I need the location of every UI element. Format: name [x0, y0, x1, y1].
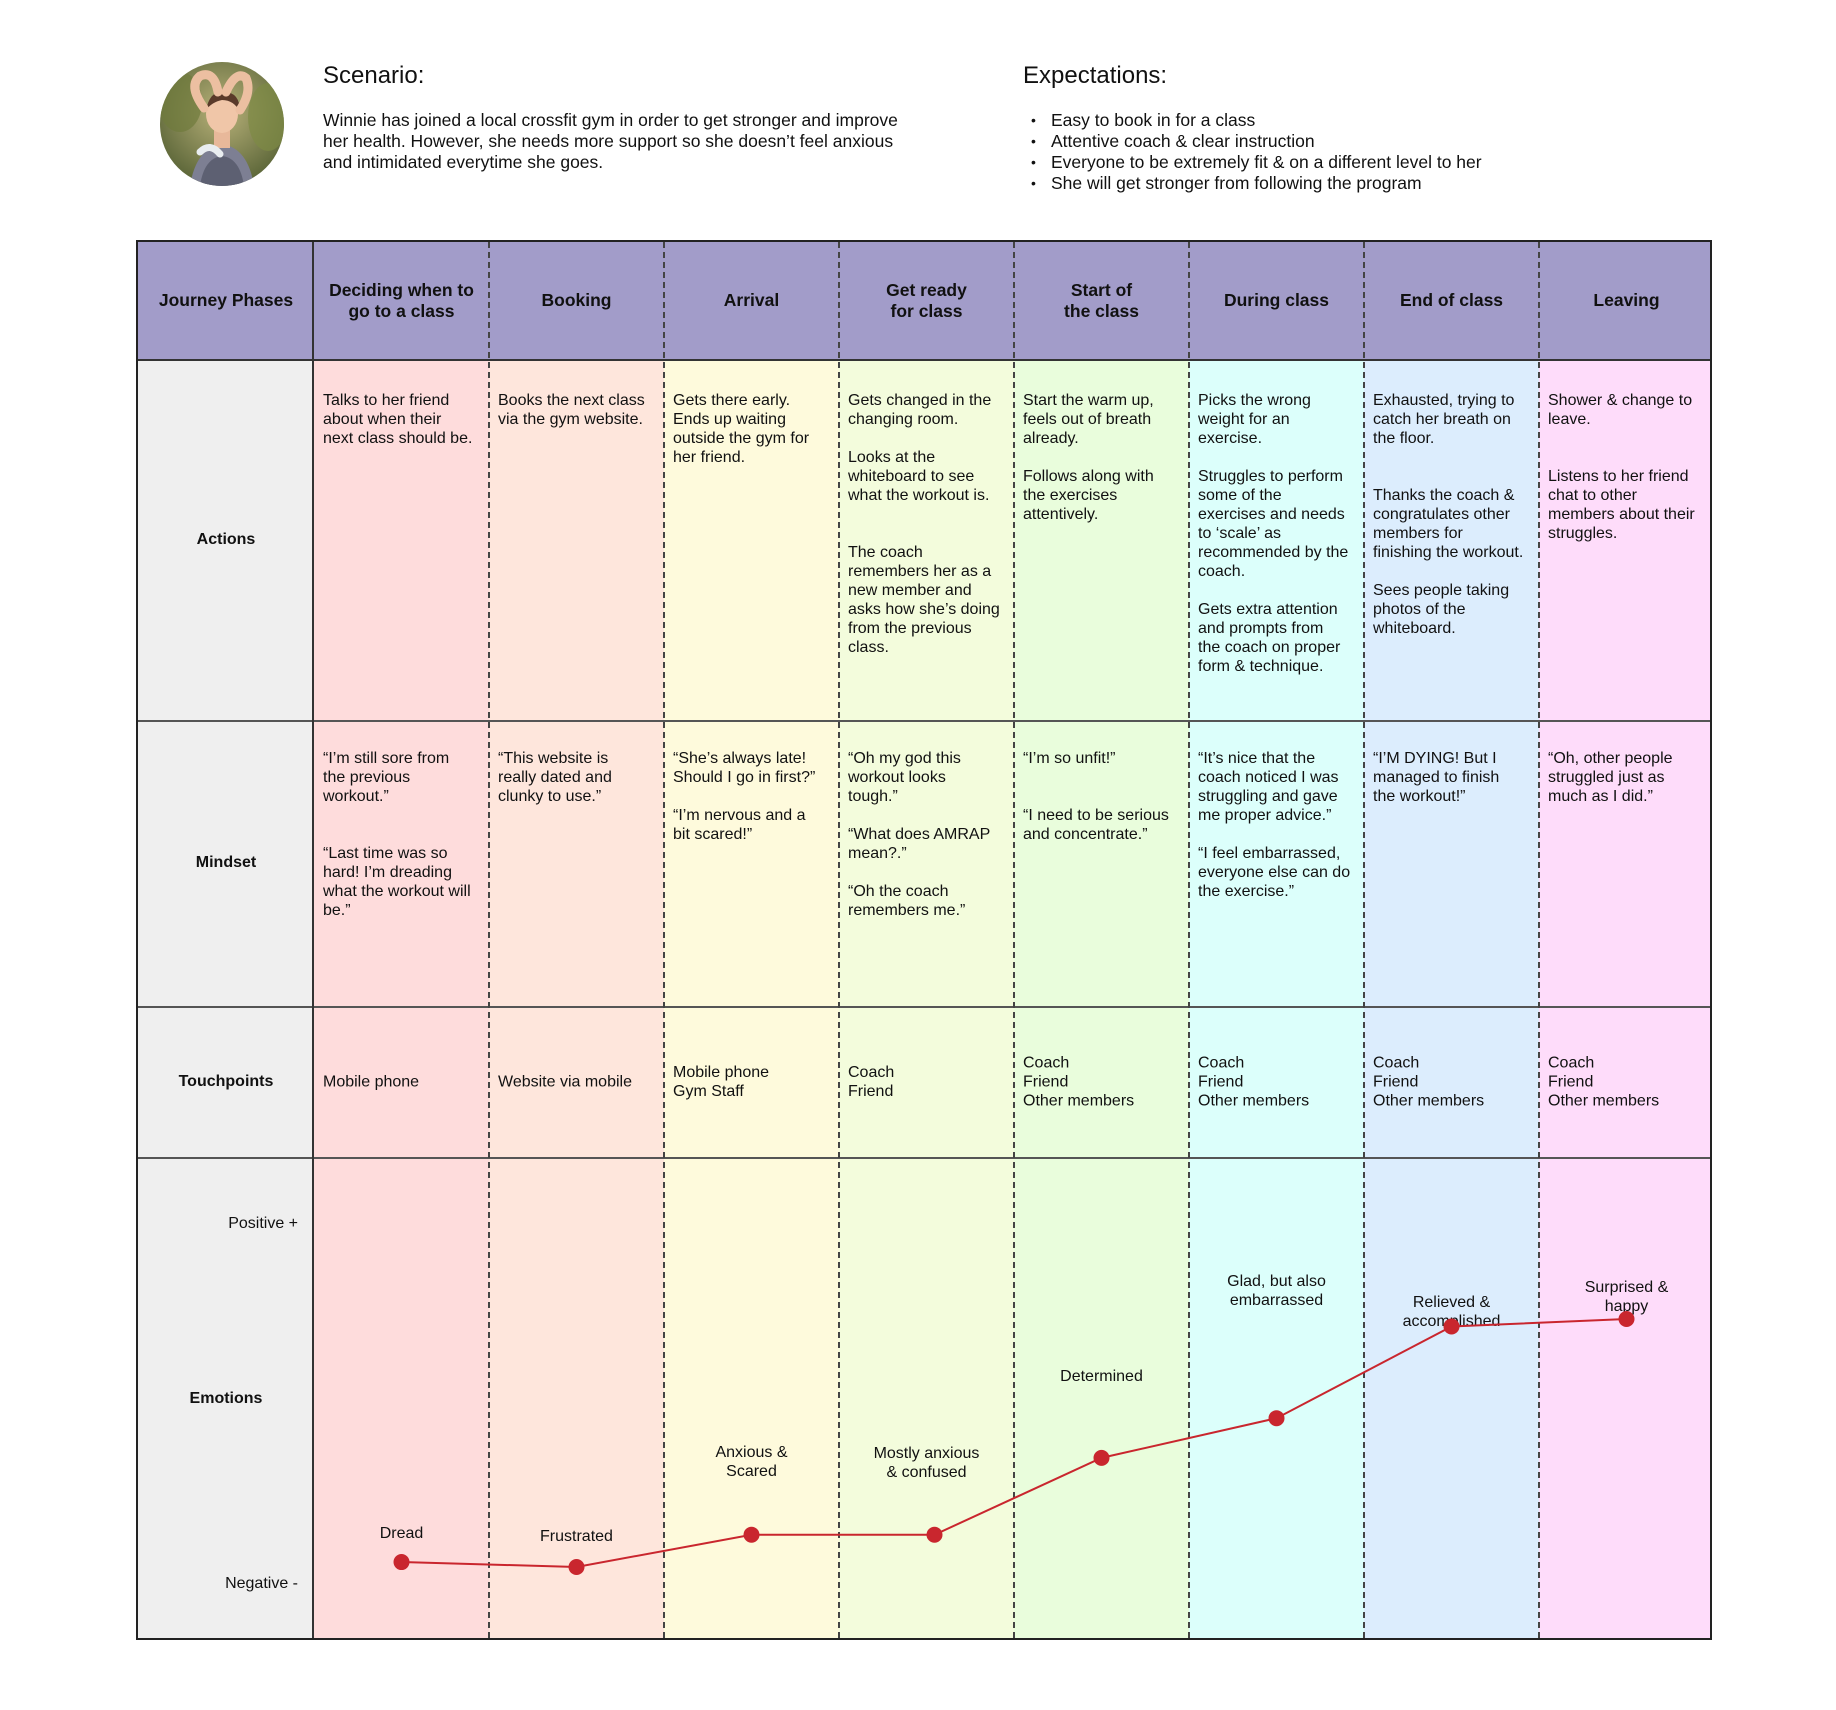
action-cell-start: Start the warm up, feels out of breath a…: [1023, 392, 1154, 523]
journey-map: Journey Phases Actions Mindset Touchpoin…: [136, 240, 1712, 1640]
action-cell-leaving: Shower & change to leave. Listens to her…: [1548, 392, 1695, 542]
label-column-border: [138, 242, 314, 1638]
touchpoint-cell-arrival: Mobile phone Gym Staff: [673, 1064, 770, 1100]
expectation-item: Everyone to be extremely fit & on a diff…: [1023, 152, 1643, 173]
axis-label-positive: Positive +: [228, 1215, 298, 1232]
emotion-label-leaving: Surprised & happy: [1584, 1279, 1669, 1315]
mindset-cell-arrival: “She’s always late! Should I go in first…: [673, 750, 816, 843]
row-label-mindset: Mindset: [195, 854, 257, 871]
phase-header-band: [138, 242, 1710, 359]
mindset-cell-start: “I’m so unfit!” “I need to be serious an…: [1023, 750, 1169, 843]
mindset-cell-leaving: “Oh, other people struggled just as much…: [1548, 750, 1673, 805]
column-bg-start: [1014, 359, 1189, 1638]
row-label-actions: Actions: [196, 530, 256, 548]
touchpoint-cell-get-ready: Coach Friend: [848, 1064, 895, 1100]
touchpoint-cell-start: Coach Friend Other members: [1023, 1054, 1135, 1110]
mindset-cell-get-ready: “Oh my god this workout looks tough.” “W…: [848, 750, 991, 919]
column-divider: [1363, 242, 1365, 1638]
touchpoint-cell-during: Coach Friend Other members: [1198, 1054, 1310, 1110]
action-cell-get-ready: Gets changed in the changing room. Looks…: [848, 392, 1000, 656]
action-cell-deciding: Talks to her friend about when their nex…: [323, 392, 473, 447]
column-divider: [1013, 242, 1015, 1638]
phase-header-deciding: Deciding when to go to a class: [329, 279, 474, 321]
emotion-label-arrival: Anxious & Scared: [715, 1444, 788, 1480]
expectation-item: Attentive coach & clear instruction: [1023, 131, 1643, 152]
column-divider: [488, 242, 490, 1638]
phase-header-get-ready: Get ready for class: [886, 279, 967, 321]
column-divider: [1188, 242, 1190, 1638]
axis-label-negative: Negative -: [225, 1575, 298, 1592]
emotion-label-get-ready: Mostly anxious & confused: [873, 1445, 980, 1481]
column-bg-deciding: [314, 359, 489, 1638]
mindset-cell-deciding: “I’m still sore from the previous workou…: [323, 750, 471, 919]
expectation-item: Easy to book in for a class: [1023, 110, 1643, 131]
header-divider: [138, 359, 1710, 361]
touchpoint-cell-end: Coach Friend Other members: [1373, 1054, 1485, 1110]
scenario-title: Scenario:: [323, 62, 425, 89]
phase-header-during: During class: [1223, 290, 1330, 310]
persona-photo: [160, 62, 284, 186]
column-divider: [1538, 242, 1540, 1638]
column-divider: [663, 242, 665, 1638]
action-cell-arrival: Gets there early. Ends up waiting outsid…: [673, 392, 810, 466]
row-label-journey-phases: Journey Phases: [158, 290, 294, 310]
touchpoint-cell-booking: Website via mobile: [498, 1073, 632, 1091]
touchpoint-cell-leaving: Coach Friend Other members: [1548, 1054, 1660, 1110]
emotion-label-start: Determined: [1060, 1368, 1143, 1385]
action-cell-during: Picks the wrong weight for an exercise. …: [1198, 392, 1349, 675]
persona-avatar: [160, 62, 284, 186]
row-divider: [138, 1006, 1710, 1008]
expectations-section: Expectations: Easy to book in for a clas…: [1023, 62, 1643, 194]
column-bg-leaving: [1539, 359, 1710, 1638]
phase-header-arrival: Arrival: [723, 290, 780, 310]
mindset-cell-during: “It’s nice that the coach noticed I was …: [1198, 750, 1351, 900]
mindset-cell-booking: “This website is really dated and clunky…: [498, 750, 612, 805]
mindset-cell-end: “I’M DYING! But I managed to finish the …: [1373, 750, 1500, 805]
phase-header-leaving: Leaving: [1593, 290, 1660, 310]
expectations-list: Easy to book in for a class Attentive co…: [1023, 110, 1643, 194]
row-divider: [138, 720, 1710, 722]
scenario-text: Winnie has joined a local crossfit gym i…: [323, 110, 898, 172]
expectations-title: Expectations:: [1023, 62, 1168, 89]
emotion-label-booking: Frustrated: [540, 1528, 613, 1545]
column-divider: [838, 242, 840, 1638]
row-label-column: [138, 359, 314, 1638]
row-divider: [138, 1157, 1710, 1159]
scenario-section: Scenario: Winnie has joined a local cros…: [323, 62, 903, 173]
phase-header-end: End of class: [1399, 290, 1504, 310]
action-cell-booking: Books the next class via the gym website…: [498, 392, 645, 428]
emotion-label-deciding: Dread: [379, 1525, 424, 1542]
emotion-label-end: Relieved & accomplished: [1402, 1294, 1501, 1330]
emotion-label-during: Glad, but also embarrassed: [1227, 1273, 1326, 1309]
expectation-item: She will get stronger from following the…: [1023, 173, 1643, 194]
row-label-touchpoints: Touchpoints: [178, 1072, 274, 1090]
action-cell-end: Exhausted, trying to catch her breath on…: [1373, 392, 1524, 637]
column-bg-booking: [489, 359, 664, 1638]
touchpoint-cell-deciding: Mobile phone: [323, 1073, 420, 1091]
phase-header-booking: Booking: [541, 290, 612, 310]
row-label-emotions: Emotions: [189, 1389, 263, 1407]
phase-header-start: Start of the class: [1064, 279, 1139, 321]
